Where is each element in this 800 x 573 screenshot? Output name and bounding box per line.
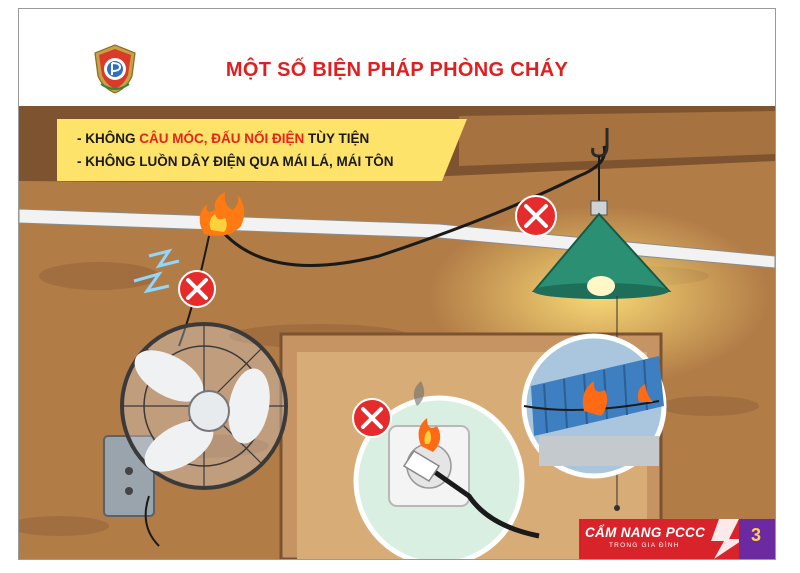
spark-icon [133, 248, 180, 294]
warning-banner: - KHÔNG CÂU MÓC, ĐẤU NỐI ĐIỆN TÙY TIỆN -… [57, 119, 467, 181]
tin-roof-illustration [521, 333, 667, 479]
brand-subtitle: TRONG GIA ĐÌNH [609, 542, 680, 549]
brand-name: CẨM NANG PCCC [585, 525, 706, 540]
prohibited-x-icon [515, 195, 557, 237]
prohibited-x-icon [352, 398, 392, 438]
banner-line-1: - KHÔNG CÂU MÓC, ĐẤU NỐI ĐIỆN TÙY TIỆN [77, 131, 369, 146]
prohibited-x-icon [178, 270, 216, 308]
page-title: MỘT SỐ BIỆN PHÁP PHÒNG CHÁY [225, 59, 569, 81]
police-fire-badge-icon [94, 44, 136, 94]
banner-line-1-suffix: TÙY TIỆN [304, 131, 370, 146]
ceiling-hook-icon [591, 128, 609, 158]
banner-background [57, 119, 467, 181]
fire-icon [199, 192, 245, 236]
banner-line-1-prefix: - KHÔNG [77, 131, 140, 146]
loose-wire [212, 145, 607, 267]
lamp-illustration [531, 156, 672, 511]
slide-frame: MỘT SỐ BIỆN PHÁP PHÒNG CHÁY [18, 8, 776, 560]
banner-line-1-highlight: CÂU MÓC, ĐẤU NỐI ĐIỆN [139, 131, 305, 146]
banner-line-2: - KHÔNG LUỒN DÂY ĐIỆN QUA MÁI LÁ, MÁI TÔ… [77, 154, 394, 169]
brand-badge: CẨM NANG PCCC TRONG GIA ĐÌNH 3 [579, 519, 775, 559]
socket-illustration [353, 381, 540, 559]
page-number: 3 [750, 525, 761, 545]
fan-illustration [103, 322, 288, 547]
